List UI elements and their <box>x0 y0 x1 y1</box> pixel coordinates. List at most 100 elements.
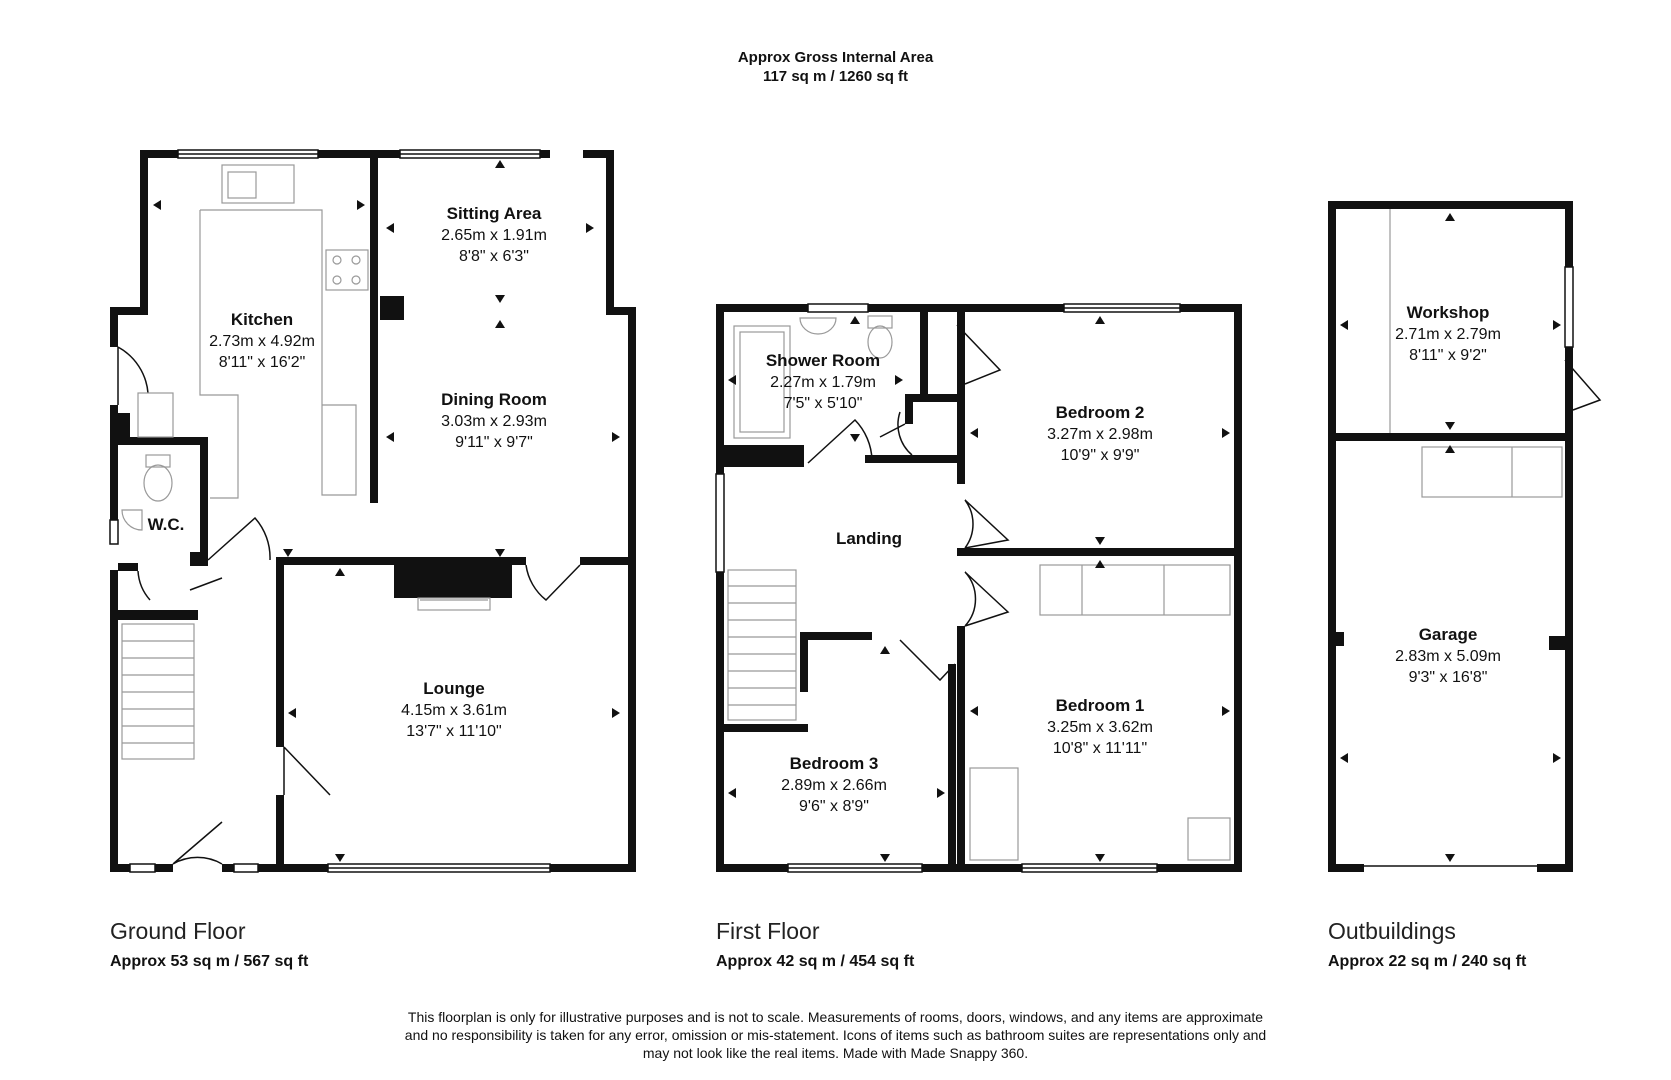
gross-area-title: Approx Gross Internal Area <box>737 49 934 66</box>
door-swing <box>879 411 913 456</box>
wall <box>957 548 1242 556</box>
disclaimer-line-3: may not look like the real items. Made w… <box>642 1045 1029 1061</box>
wall <box>276 557 284 747</box>
wall <box>110 405 118 530</box>
hob-icon <box>325 249 369 291</box>
disclaimer: This floorplan is only for illustrative … <box>0 1008 1671 1062</box>
room-dim-shower-room-metric: 2.27m x 1.79m <box>770 374 876 391</box>
room-label-bedroom-2: Bedroom 2 <box>1056 403 1145 422</box>
wall <box>222 864 234 872</box>
wall <box>716 304 808 312</box>
wall <box>110 307 148 315</box>
room-label-landing: Landing <box>836 529 902 548</box>
door-swing <box>964 499 1010 549</box>
floor-name-outbuildings: Outbuildings <box>1328 918 1456 944</box>
wall <box>800 632 872 640</box>
fireplace <box>394 560 512 598</box>
room-dim-kitchen-imperial: 8'11" x 16'2" <box>219 354 306 371</box>
ground-floor-arrows <box>153 160 620 862</box>
wall <box>868 304 1064 312</box>
basin-icon <box>121 509 143 531</box>
dimension-arrow <box>283 549 505 557</box>
room-dim-bedroom-1-imperial: 10'8" x 11'11" <box>1053 740 1147 757</box>
cupboard <box>969 767 1019 861</box>
room-label-workshop: Workshop <box>1407 303 1490 322</box>
wall <box>606 150 614 310</box>
wall <box>190 552 208 566</box>
wardrobe <box>1039 564 1231 616</box>
wall <box>1565 347 1573 872</box>
wall <box>1234 304 1242 872</box>
room-dim-bedroom-2-metric: 3.27m x 2.98m <box>1047 426 1153 443</box>
room-dim-garage-imperial: 9'3" x 16'8" <box>1409 669 1488 686</box>
wall <box>1157 864 1242 872</box>
room-dim-bedroom-3-imperial: 9'6" x 8'9" <box>799 798 869 815</box>
wall <box>716 304 724 474</box>
room-dim-dining-room-imperial: 9'11" x 9'7" <box>455 434 533 451</box>
wall <box>920 304 928 394</box>
room-label-garage: Garage <box>1419 625 1478 644</box>
room-dim-lounge-imperial: 13'7" x 11'10" <box>406 723 501 740</box>
staircase <box>727 569 797 721</box>
ground-floor-fixtures <box>121 164 491 760</box>
room-dim-sitting-area-metric: 2.65m x 1.91m <box>441 227 547 244</box>
wall <box>370 158 378 503</box>
window <box>807 303 869 313</box>
door-swing <box>1564 359 1602 411</box>
kitchen-worktop <box>199 210 239 499</box>
ground-floor-openings <box>109 149 581 873</box>
wall <box>628 307 636 872</box>
cupboard <box>137 392 174 438</box>
door-swing <box>525 564 581 602</box>
room-label-bedroom-3: Bedroom 3 <box>790 754 879 773</box>
disclaimer-line-1: This floorplan is only for illustrative … <box>407 1009 1264 1025</box>
door-swing <box>283 746 331 796</box>
dimension-arrow <box>153 200 365 210</box>
wall <box>865 455 965 463</box>
toilet-cistern <box>145 454 171 468</box>
wall <box>118 437 208 445</box>
shower-tray-inner <box>739 331 785 433</box>
wall <box>118 563 138 571</box>
pier <box>1549 636 1565 650</box>
room-dim-dining-room-metric: 3.03m x 2.93m <box>441 413 547 430</box>
wall <box>1328 201 1573 209</box>
room-label-wc: W.C. <box>148 515 185 534</box>
toilet-icon <box>867 325 893 359</box>
worktop <box>1421 446 1563 498</box>
room-dim-bedroom-1-metric: 3.25m x 3.62m <box>1047 719 1153 736</box>
floor-area-first: Approx 42 sq m / 454 sq ft <box>716 953 915 970</box>
floor-area-ground: Approx 53 sq m / 567 sq ft <box>110 953 309 970</box>
wall <box>276 795 284 872</box>
outbuildings-fixtures <box>1389 209 1563 498</box>
toilet-cistern <box>867 315 893 329</box>
room-label-lounge: Lounge <box>423 679 484 698</box>
ground-floor-plan <box>110 150 636 872</box>
door-swing <box>137 570 223 601</box>
room-label-bedroom-1: Bedroom 1 <box>1056 696 1145 715</box>
room-dim-kitchen-metric: 2.73m x 4.92m <box>209 333 315 350</box>
first-floor-openings <box>715 303 1181 873</box>
room-dim-garage-metric: 2.83m x 5.09m <box>1395 648 1501 665</box>
wall <box>550 864 636 872</box>
floor-name-first: First Floor <box>716 918 820 944</box>
door-swing <box>807 418 873 464</box>
hob-ring <box>332 275 342 285</box>
wall <box>724 724 808 732</box>
wall <box>922 864 1022 872</box>
room-dim-shower-room-imperial: 7'5" x 5'10" <box>784 395 863 412</box>
room-dim-bedroom-2-imperial: 10'9" x 9'9" <box>1061 447 1140 464</box>
door-swing <box>207 516 271 561</box>
hob-ring <box>351 275 361 285</box>
wall <box>1328 433 1573 441</box>
wall <box>948 664 956 872</box>
wall <box>724 445 804 467</box>
wall <box>905 394 913 424</box>
sink-icon <box>221 164 295 204</box>
wall <box>118 413 130 441</box>
room-dim-lounge-metric: 4.15m x 3.61m <box>401 702 507 719</box>
kitchen-worktop <box>200 209 357 496</box>
wall <box>1565 201 1573 267</box>
door-swing <box>956 324 1002 385</box>
